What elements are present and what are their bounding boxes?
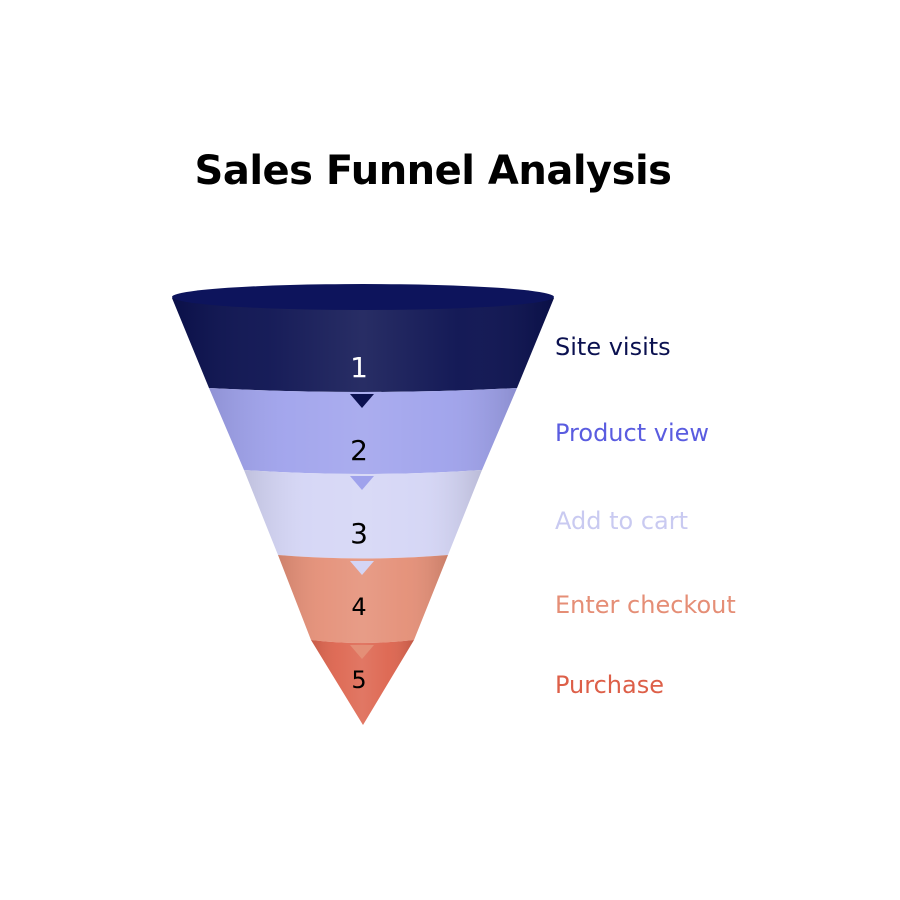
funnel-segment-2-shading — [209, 388, 517, 474]
diagram-title: Sales Funnel Analysis — [194, 148, 672, 194]
funnel-segment-5-shading — [311, 640, 414, 725]
stage-label-5: Purchase — [555, 671, 664, 699]
funnel-segment-1-shading — [172, 291, 554, 392]
funnel-segment-4-shading — [278, 555, 448, 643]
stage-3-pointer — [350, 561, 374, 575]
stage-number-3: 3 — [350, 517, 368, 550]
stage-number-4: 4 — [351, 593, 366, 621]
stage-2-pointer — [350, 476, 374, 490]
stage-label-4: Enter checkout — [555, 591, 736, 619]
stage-label-2: Product view — [555, 419, 710, 447]
funnel-segment-3-shading — [244, 470, 482, 559]
stage-number-5: 5 — [351, 666, 366, 694]
stage-4-pointer — [350, 645, 374, 659]
funnel-top-rim — [172, 284, 554, 310]
stage-number-1: 1 — [350, 351, 368, 384]
stage-number-2: 2 — [350, 434, 368, 467]
stage-1-pointer — [350, 394, 374, 408]
stage-label-1: Site visits — [555, 333, 671, 361]
stage-label-3: Add to cart — [555, 507, 688, 535]
